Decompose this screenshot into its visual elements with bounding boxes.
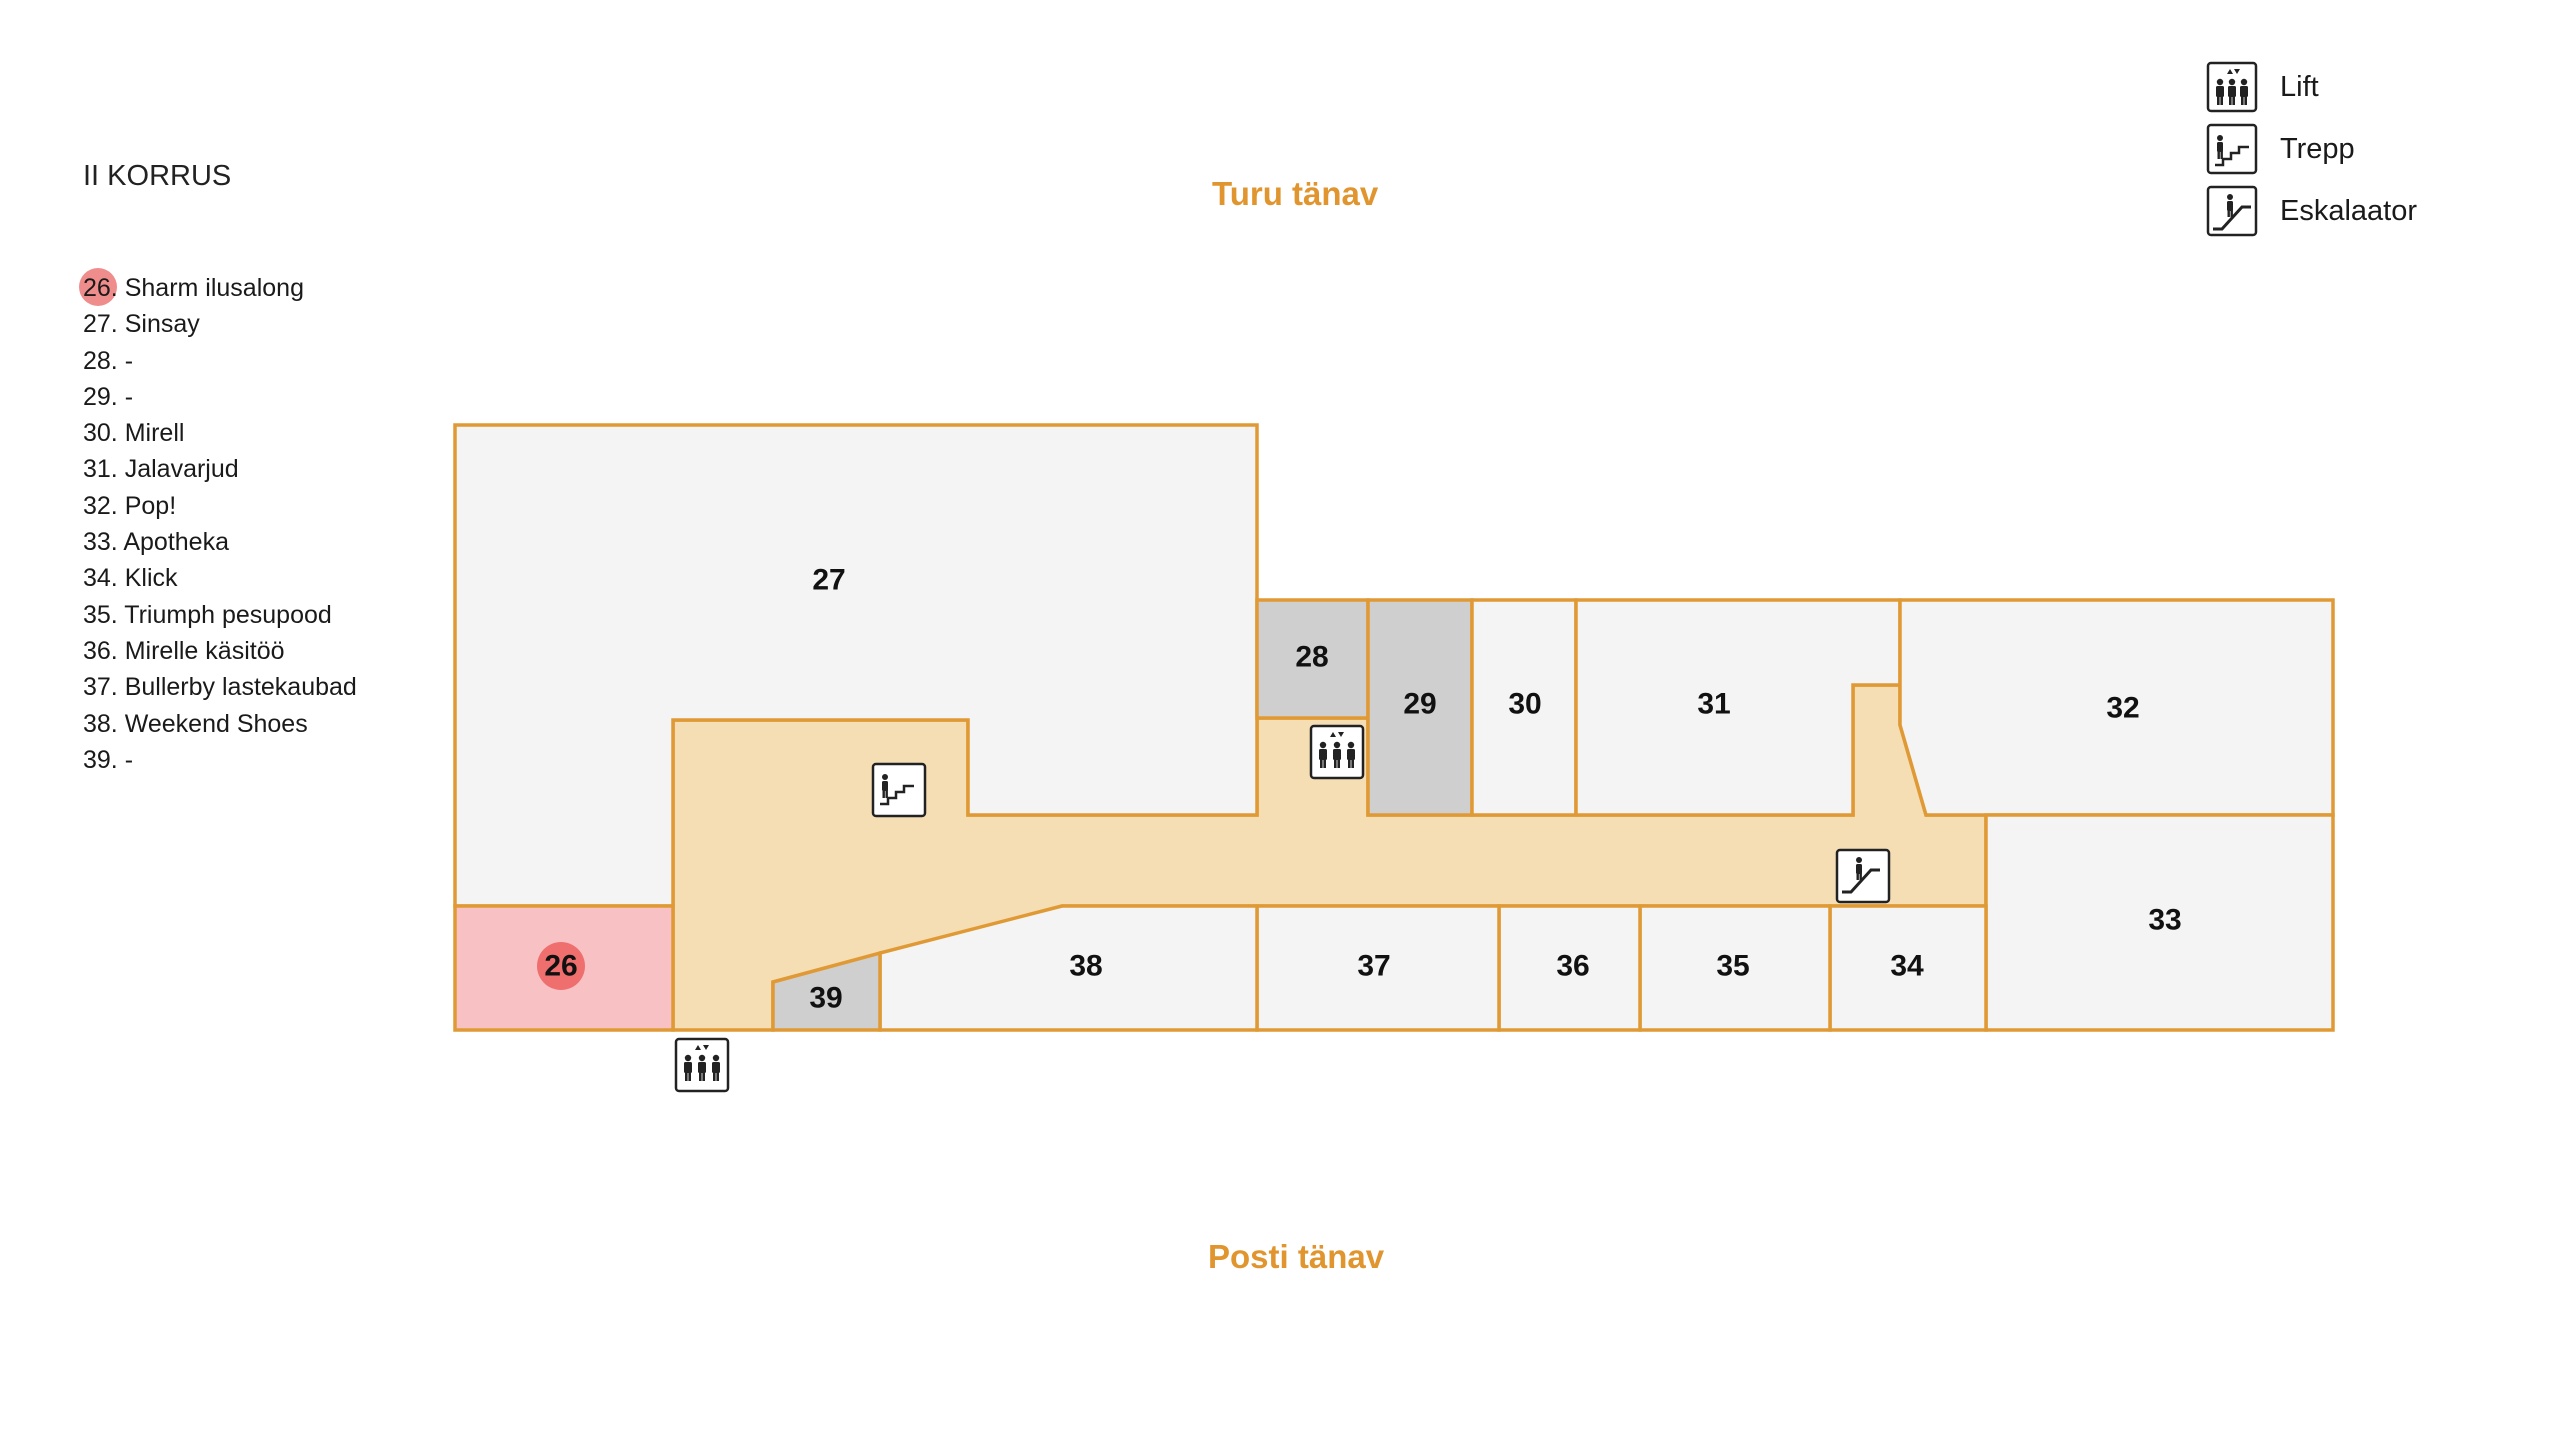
store-list-item-27[interactable]: 27. Sinsay: [83, 310, 200, 339]
street-label-top: Turu tänav: [1212, 175, 1379, 212]
elevator-icon: [2206, 61, 2258, 113]
unit-30[interactable]: [1470, 598, 1578, 817]
elevator-icon[interactable]: [674, 1037, 730, 1093]
unit-label-27: 27: [812, 564, 845, 597]
legend-item-lift: Lift: [2206, 56, 2417, 118]
street-label-bottom: Posti tänav: [1208, 1238, 1385, 1275]
store-list-item-39[interactable]: 39. -: [83, 745, 134, 774]
stairs-icon: [2206, 123, 2258, 175]
unit-label-37: 37: [1357, 950, 1390, 983]
unit-39[interactable]: [771, 950, 882, 1032]
store-list-item-28[interactable]: 28. -: [83, 346, 134, 375]
legend-label-lift: Lift: [2280, 70, 2319, 103]
highlight-marker: [537, 942, 585, 990]
unit-35[interactable]: [1638, 904, 1832, 1032]
unit-33[interactable]: [1984, 813, 2335, 1032]
floor-title: II KORRUS: [83, 160, 232, 192]
unit-38[interactable]: [878, 904, 1259, 1032]
escalator-icon[interactable]: [1835, 848, 1891, 904]
store-list-item-36[interactable]: 36. Mirelle käsitöö: [83, 636, 285, 665]
legend-label-stairs: Trepp: [2280, 132, 2355, 165]
store-list-item-31[interactable]: 31. Jalavarjud: [83, 455, 239, 484]
unit-label-34: 34: [1890, 950, 1924, 983]
unit-36[interactable]: [1497, 904, 1642, 1032]
unit-label-28: 28: [1295, 641, 1328, 674]
store-directory: 26. Sharm ilusalong 27. Sinsay 28. - 29.…: [79, 267, 357, 778]
elevator-icon[interactable]: [1309, 724, 1365, 780]
store-list-item-35[interactable]: 35. Triumph pesupood: [83, 600, 332, 629]
unit-label-29: 29: [1403, 688, 1436, 721]
unit-31[interactable]: [1574, 598, 1902, 817]
unit-label-32: 32: [2106, 692, 2139, 725]
store-list-item-33[interactable]: 33. Apotheka: [83, 528, 229, 557]
store-list-item-38[interactable]: 38. Weekend Shoes: [83, 709, 308, 738]
legend-label-escalator: Eskalaator: [2280, 194, 2418, 227]
legend-item-stairs: Trepp: [2206, 118, 2417, 180]
store-list-item-29[interactable]: 29. -: [83, 382, 134, 411]
store-list-item-30[interactable]: 30. Mirell: [83, 419, 185, 448]
legend-item-escalator: Eskalaator: [2206, 180, 2417, 242]
unit-37[interactable]: [1255, 904, 1501, 1032]
unit-label-30: 30: [1508, 688, 1541, 721]
store-list-item-37[interactable]: 37. Bullerby lastekaubad: [83, 673, 357, 702]
unit-label-38: 38: [1069, 950, 1102, 983]
stairs-icon[interactable]: [871, 762, 927, 818]
unit-label-39: 39: [809, 982, 842, 1015]
map-legend: Lift Trepp Eskalaator: [2206, 56, 2417, 242]
unit-label-35: 35: [1716, 950, 1749, 983]
unit-label-33: 33: [2148, 904, 2181, 937]
unit-label-31: 31: [1697, 688, 1730, 721]
store-list-item-34[interactable]: 34. Klick: [83, 564, 178, 593]
unit-label-36: 36: [1556, 950, 1589, 983]
store-list-item-32[interactable]: 32. Pop!: [83, 491, 177, 520]
escalator-icon: [2206, 185, 2258, 237]
store-list-item-26[interactable]: 26. Sharm ilusalong: [79, 267, 357, 307]
unit-label-26: 26: [544, 950, 577, 983]
